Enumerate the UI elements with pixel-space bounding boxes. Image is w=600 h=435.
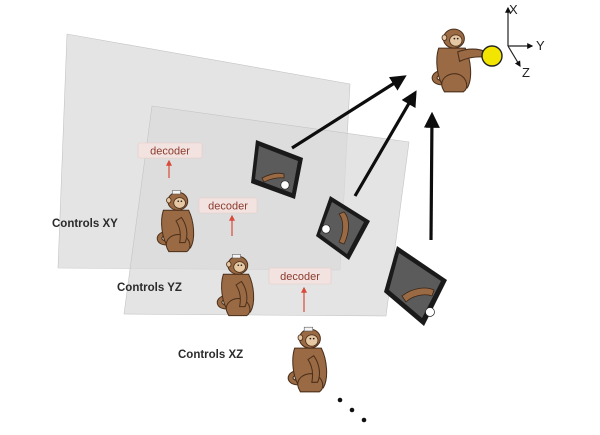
monkey-output [432, 29, 486, 92]
axes-indicator: X Y Z [508, 2, 545, 80]
target-ball [482, 46, 502, 66]
ellipsis-dots [338, 398, 367, 423]
axis-label-z: Z [522, 65, 530, 80]
label-controls-yz: Controls YZ [117, 282, 182, 294]
decoder-label-yz: decoder [208, 201, 248, 213]
decoder-label-xy: decoder [150, 146, 190, 158]
label-controls-xz: Controls XZ [178, 349, 243, 361]
monkey-xz [288, 327, 326, 392]
axis-label-x: X [509, 2, 518, 17]
label-controls-xy: Controls XY [52, 218, 118, 230]
arrow-xz-to-output [431, 115, 432, 240]
axis-label-y: Y [536, 38, 545, 53]
decoder-label-xz: decoder [280, 271, 320, 283]
